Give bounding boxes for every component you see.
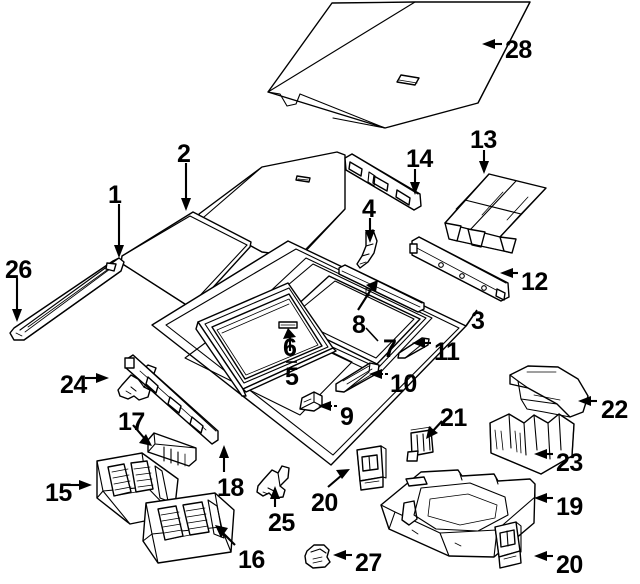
part-25-floor-hook: [256, 465, 290, 499]
callout-number-5: 5: [285, 363, 299, 391]
callout-number-24: 24: [60, 371, 87, 399]
part-3-cargo-floor-panel: [151, 240, 467, 466]
part-26-sill-molding: [9, 257, 125, 341]
callout-number-4: 4: [362, 195, 376, 223]
part-22-side-trim-panel: [509, 365, 589, 418]
part-16-storage-bin-right: [142, 492, 235, 564]
callout-leaders: [12, 39, 597, 561]
callout-number-20b: 20: [556, 551, 583, 579]
callout-number-11: 11: [434, 338, 460, 366]
callout-number-6: 6: [283, 334, 297, 362]
part-14-cross-rail: [344, 153, 422, 211]
part-18-sill-scuff-plate: [124, 354, 219, 445]
callout-number-16: 16: [238, 546, 265, 574]
callout-number-14: 14: [406, 145, 433, 173]
callout-number-21: 21: [440, 404, 467, 432]
callout-number-2: 2: [177, 140, 191, 168]
part-12-rear-trim-rail: [409, 236, 510, 302]
callout-number-13: 13: [470, 126, 497, 154]
callout-number-3: 3: [471, 307, 485, 335]
part-23-tool-tray: [489, 413, 575, 475]
callout-number-28: 28: [505, 36, 532, 64]
callout-number-17: 17: [118, 408, 145, 436]
callout-number-23: 23: [556, 449, 583, 477]
part-13-cargo-grid: [444, 173, 547, 254]
callout-number-10: 10: [390, 370, 417, 398]
part-27-drain-plug: [304, 544, 331, 569]
callout-number-8: 8: [352, 311, 366, 339]
part-20b-bracket-clip: [494, 521, 522, 569]
callout-number-20: 20: [311, 489, 338, 517]
callout-number-25: 25: [268, 509, 295, 537]
callout-number-27: 27: [355, 549, 382, 577]
callout-number-19: 19: [556, 493, 583, 521]
callout-number-12: 12: [521, 268, 548, 296]
part-28-cargo-cover: [267, 1, 531, 129]
callout-number-26: 26: [5, 256, 32, 284]
callout-number-9: 9: [340, 403, 354, 431]
callout-number-22: 22: [601, 396, 628, 424]
part-17-latch-housing: [147, 432, 197, 467]
part-20a-bracket-clip: [356, 445, 387, 491]
callout-number-15: 15: [45, 479, 72, 507]
callout-number-1: 1: [108, 181, 122, 209]
callout-number-7: 7: [383, 335, 397, 363]
part-4-floor-bracket: [356, 229, 378, 269]
callout-number-18: 18: [217, 474, 244, 502]
